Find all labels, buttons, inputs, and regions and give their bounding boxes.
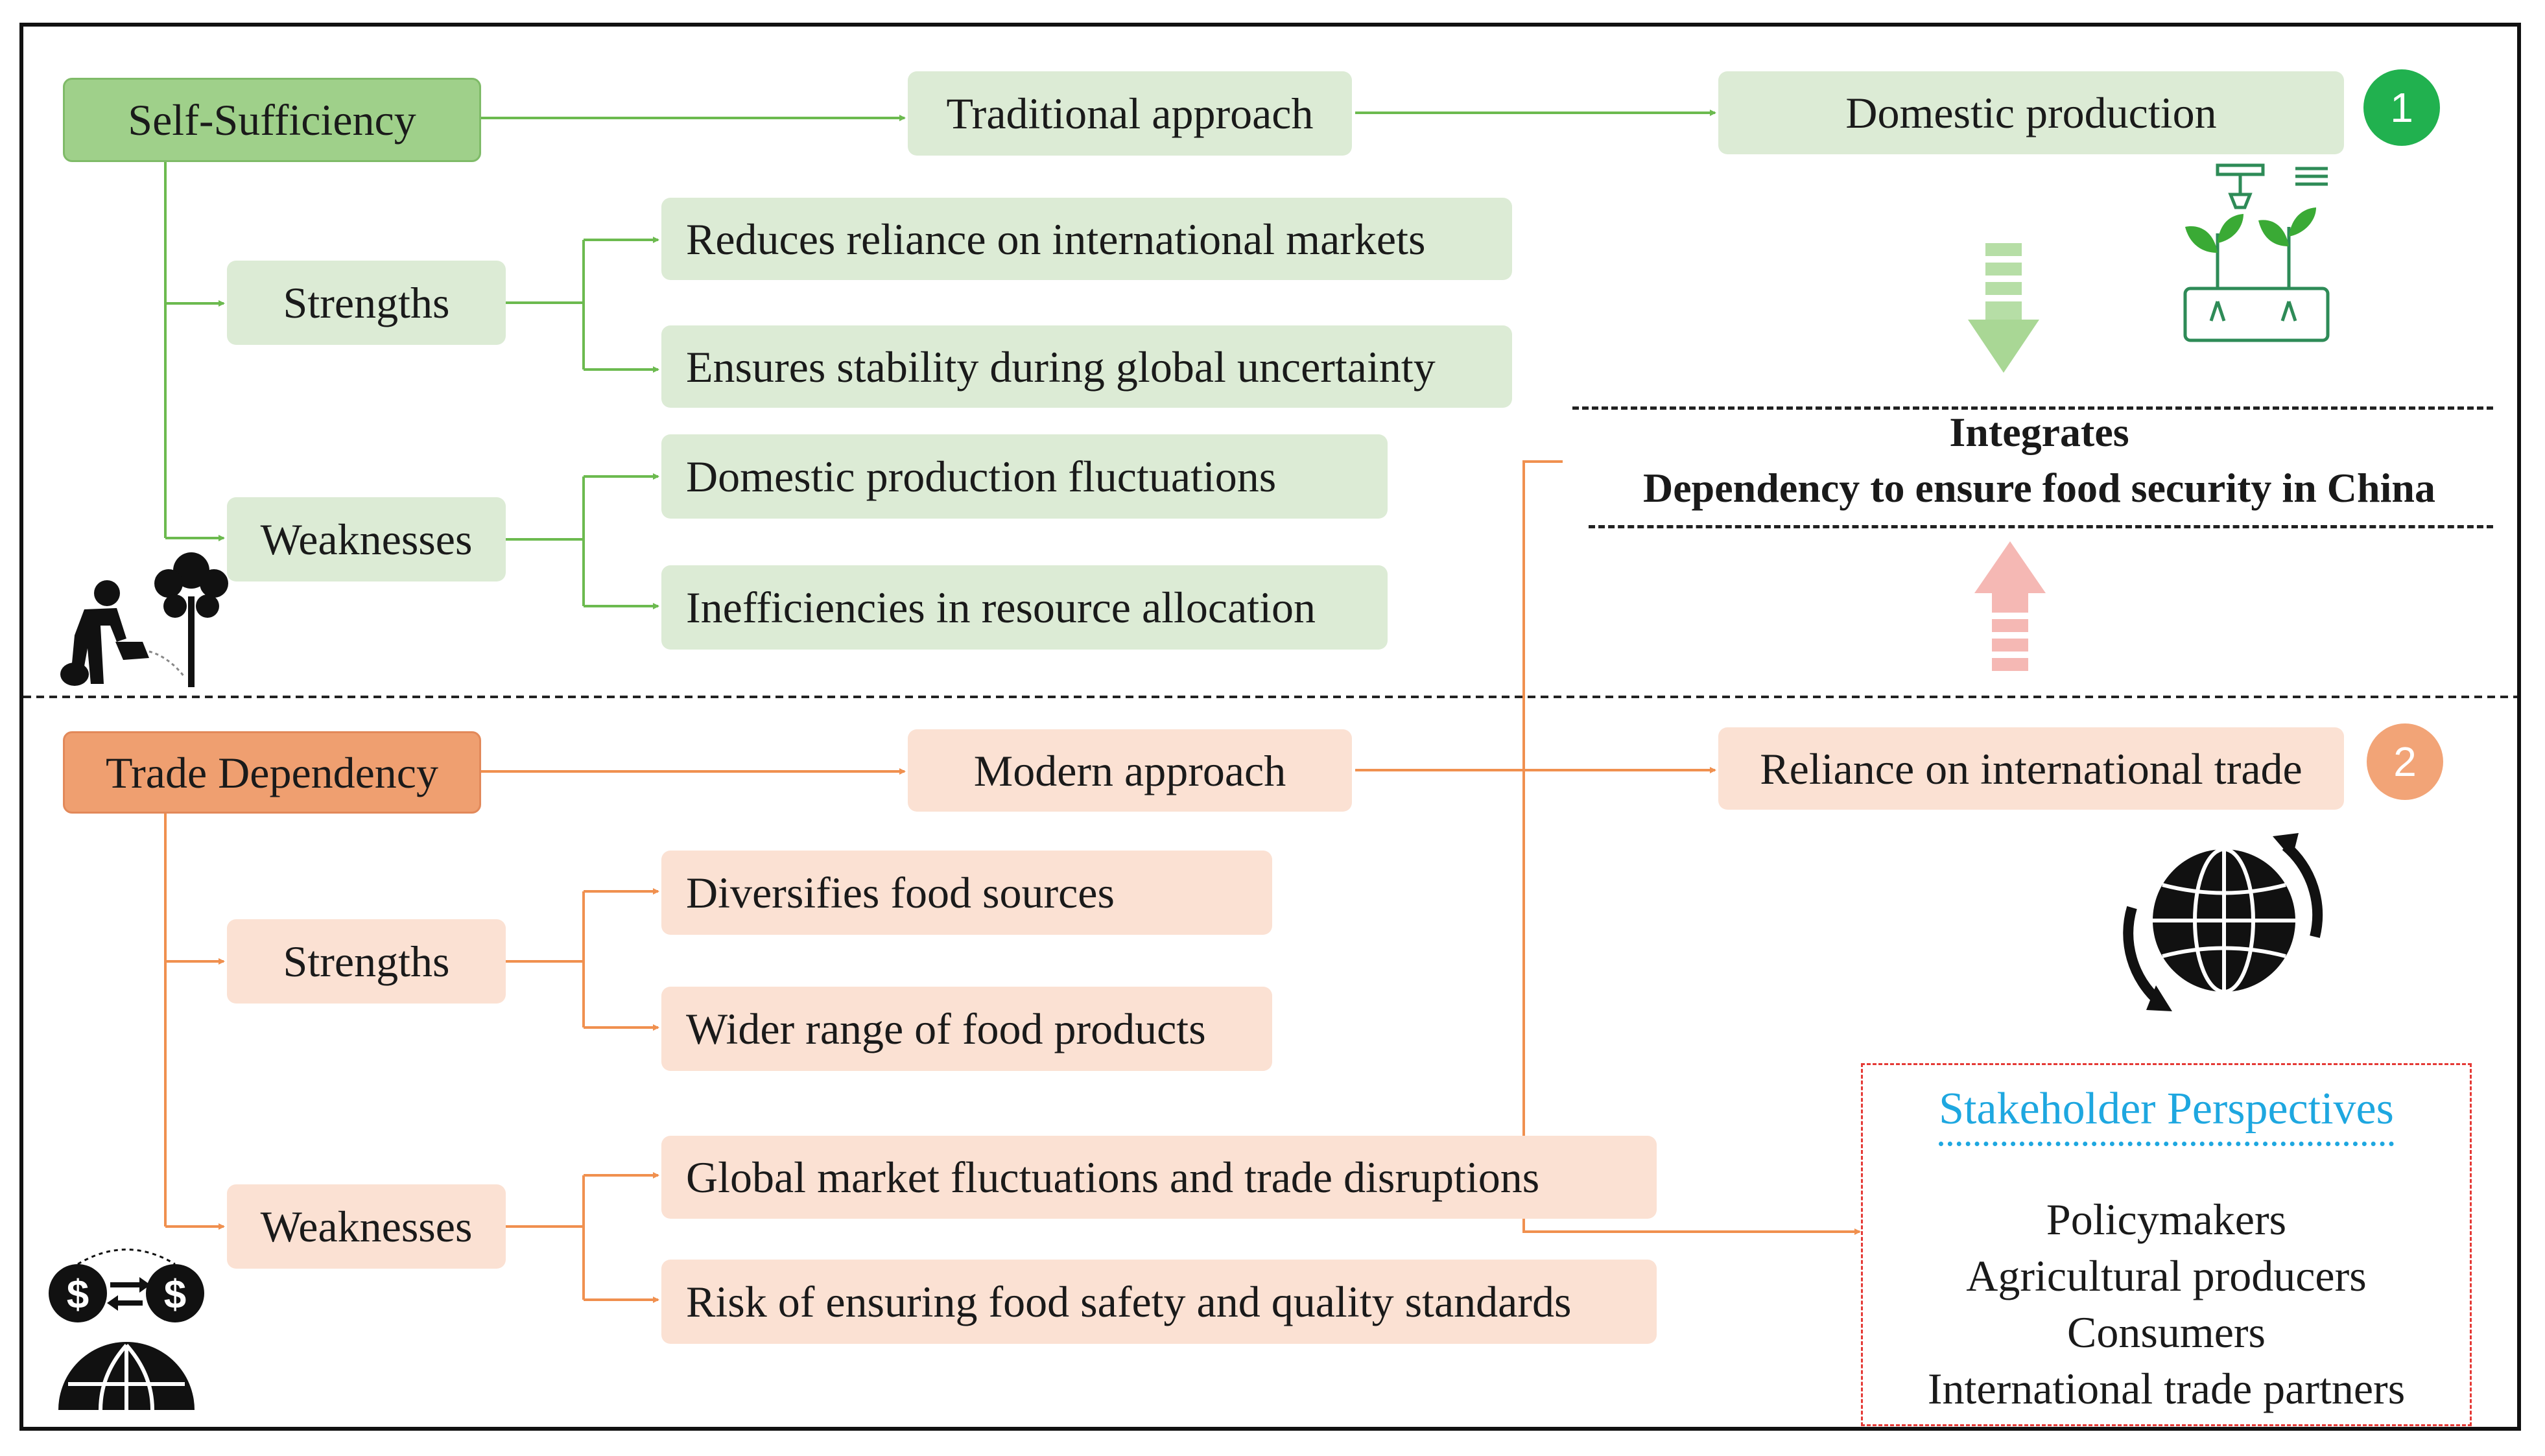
integration-dash-bottom [1589, 525, 2493, 528]
stakeholder-title: Stakeholder Perspectives [1939, 1083, 2394, 1146]
gardener-icon [60, 552, 228, 687]
td-weaknesses-label: Weaknesses [260, 1202, 473, 1251]
td-strength-1-text: Diversifies food sources [686, 868, 1115, 917]
stakeholder-panel: Stakeholder Perspectives Policymakers Ag… [1861, 1063, 2472, 1426]
ss-weakness-1-text: Domestic production fluctuations [686, 452, 1277, 501]
traditional-approach-label: Traditional approach [946, 89, 1314, 138]
link-integration-to-stakeholders [1522, 460, 1861, 1235]
outer-frame [19, 23, 2521, 1431]
self-sufficiency-label: Self-Sufficiency [128, 95, 416, 145]
stakeholder-list: Policymakers Agricultural producers Cons… [1863, 1192, 2470, 1417]
ss-weakness-2-text: Inefficiencies in resource allocation [686, 583, 1316, 632]
up-arrow-icon [1974, 541, 2046, 671]
domestic-production-label: Domestic production [1845, 88, 2217, 137]
ss-strength-2: Ensures stability during global uncertai… [661, 325, 1512, 408]
ss-weaknesses-label: Weaknesses [260, 515, 473, 564]
td-weakness-2: Risk of ensuring food safety and quality… [661, 1260, 1657, 1344]
td-weakness-2-text: Risk of ensuring food safety and quality… [686, 1277, 1572, 1326]
integration-label: Integrates Dependency to ensure food sec… [1582, 405, 2496, 509]
td-weakness-1-text: Global market fluctuations and trade dis… [686, 1153, 1540, 1202]
ss-strength-1-text: Reduces reliance on international market… [686, 214, 1426, 264]
modern-approach-box: Modern approach [908, 729, 1352, 812]
modern-approach-label: Modern approach [973, 746, 1286, 795]
ss-weakness-2: Inefficiencies in resource allocation [661, 565, 1388, 650]
stakeholder-item: Agricultural producers [1966, 1251, 2367, 1300]
integration-dash-top [1572, 406, 2493, 410]
svg-text:$: $ [67, 1273, 89, 1317]
td-strengths-label: Strengths [283, 937, 450, 986]
td-strength-1: Diversifies food sources [661, 851, 1272, 935]
badge-one: 1 [2363, 69, 2440, 146]
reliance-trade-box: Reliance on international trade [1718, 727, 2344, 810]
traditional-approach-box: Traditional approach [908, 71, 1352, 156]
badge-two-number: 2 [2393, 738, 2417, 785]
integration-line2: Dependency to ensure food security in Ch… [1643, 465, 2435, 511]
stakeholder-item: Consumers [2067, 1308, 2266, 1357]
globe-rotate-icon [2123, 833, 2323, 1011]
ss-strengths-label: Strengths [283, 278, 450, 327]
td-strength-2: Wider range of food products [661, 987, 1272, 1071]
down-arrow-icon [1968, 243, 2039, 373]
integration-line1: Integrates [1949, 409, 2129, 455]
ss-weaknesses-box: Weaknesses [227, 497, 506, 581]
ss-strength-2-text: Ensures stability during global uncertai… [686, 342, 1436, 392]
reliance-trade-label: Reliance on international trade [1760, 744, 2302, 793]
td-weakness-1: Global market fluctuations and trade dis… [661, 1136, 1657, 1219]
badge-one-number: 1 [2390, 84, 2413, 131]
domestic-production-box: Domestic production [1718, 71, 2344, 154]
ss-strengths-box: Strengths [227, 261, 506, 345]
self-sufficiency-box: Self-Sufficiency [63, 78, 481, 162]
stakeholder-item: Policymakers [2046, 1195, 2287, 1244]
ss-strength-1: Reduces reliance on international market… [661, 198, 1512, 280]
ss-weakness-1: Domestic production fluctuations [661, 434, 1388, 519]
svg-text:$: $ [164, 1273, 186, 1317]
currency-exchange-globe-icon: $ $ [49, 1249, 204, 1411]
stakeholder-item: International trade partners [1927, 1364, 2406, 1413]
td-weaknesses-box: Weaknesses [227, 1184, 506, 1269]
td-strengths-box: Strengths [227, 919, 506, 1004]
td-strength-2-text: Wider range of food products [686, 1004, 1206, 1053]
trade-dependency-label: Trade Dependency [106, 747, 438, 797]
trade-dependency-box: Trade Dependency [63, 731, 481, 814]
badge-two: 2 [2367, 723, 2443, 800]
plant-sensor-icon [2183, 163, 2330, 342]
